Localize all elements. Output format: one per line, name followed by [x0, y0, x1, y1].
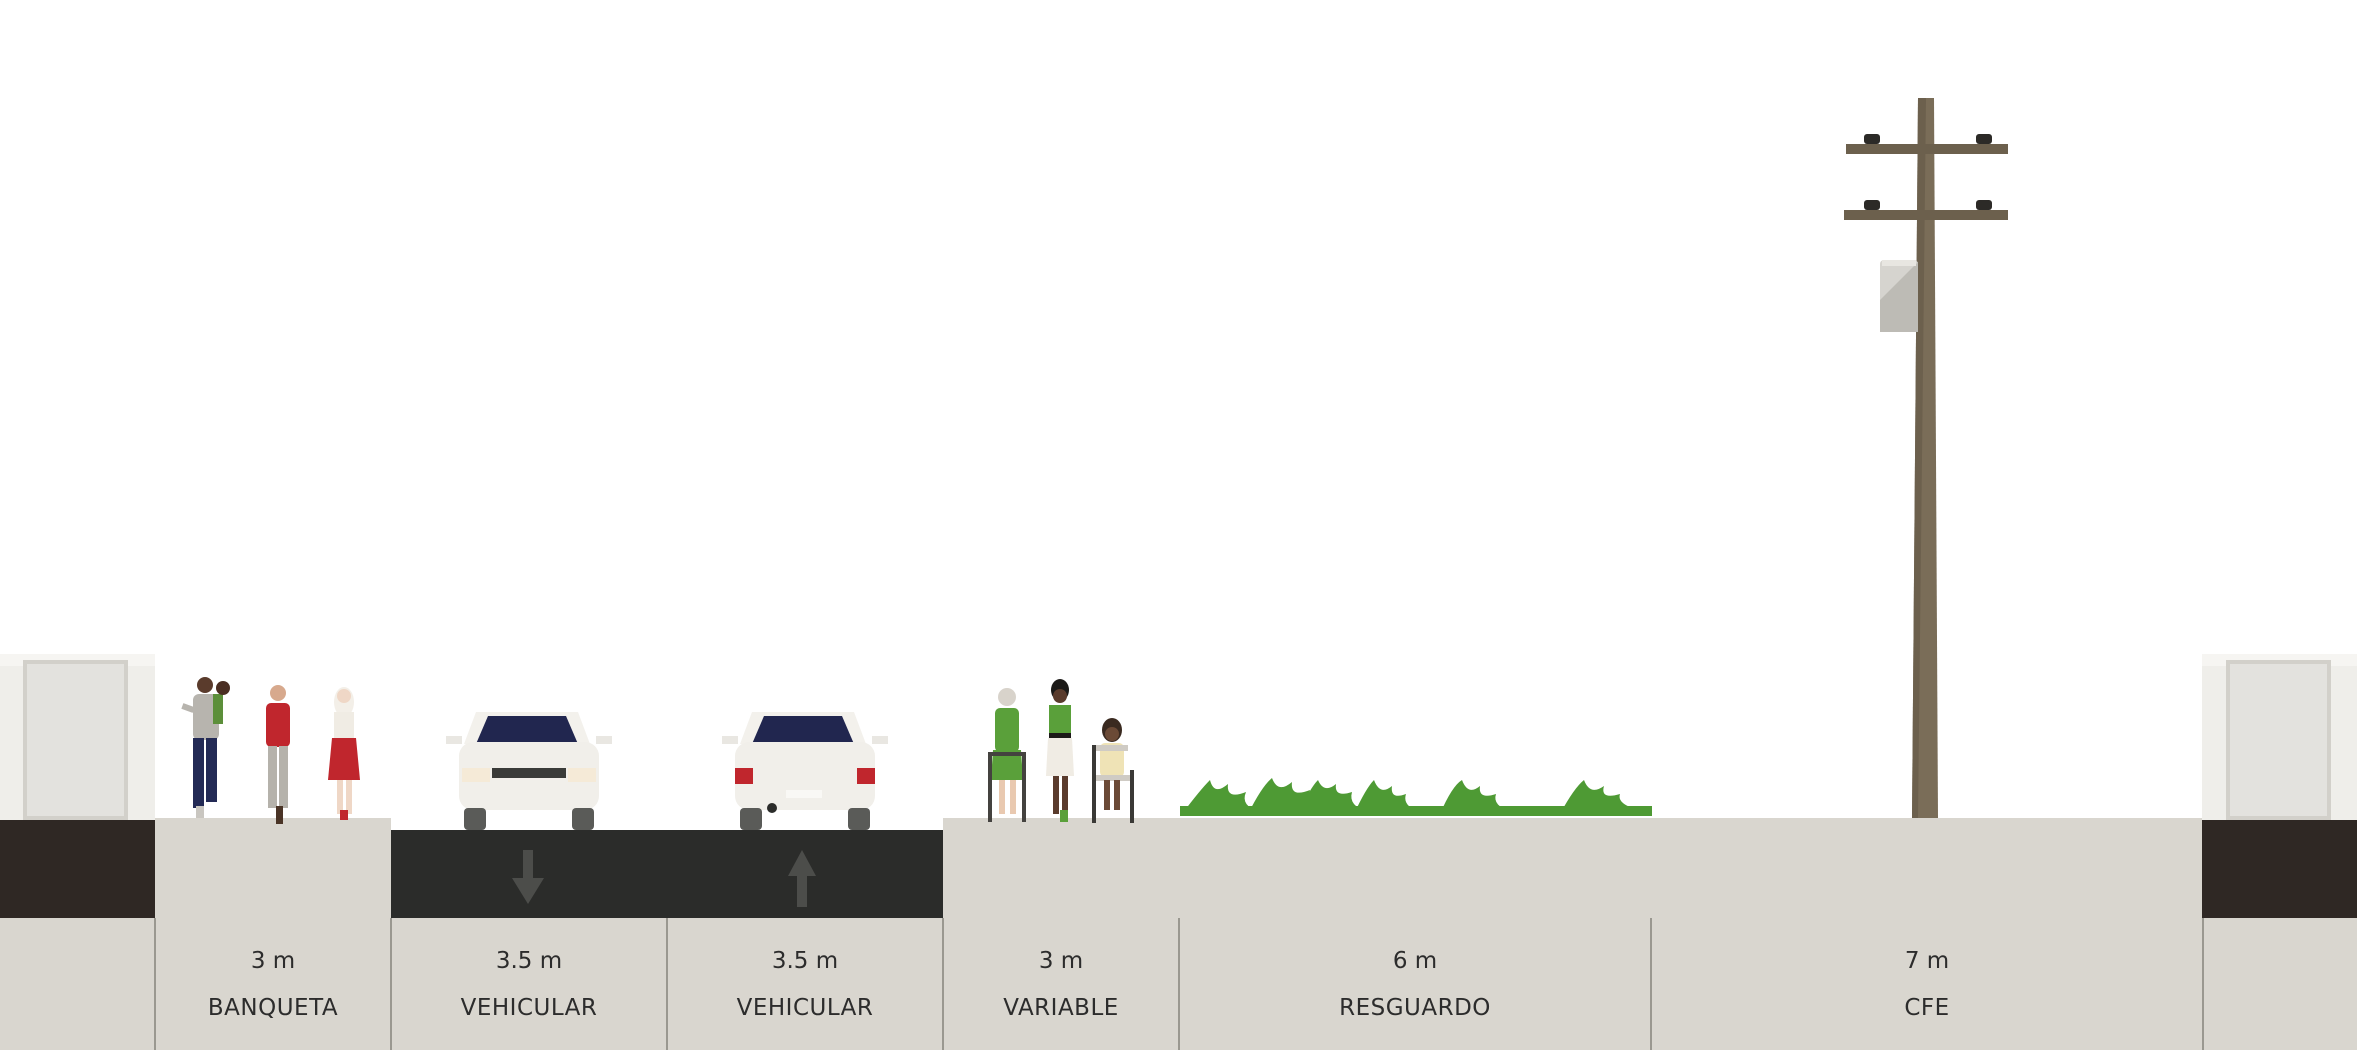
segment-name: RESGUARDO [1339, 995, 1491, 1021]
segment-divider [1650, 918, 1652, 1050]
segment-divider [2202, 918, 2204, 1050]
segment-name: BANQUETA [207, 995, 339, 1021]
segment-name: VEHICULAR [736, 995, 874, 1021]
segment-label-cfe: 7 m CFE [1651, 918, 2203, 1050]
utility-pole-icon [1844, 98, 2008, 818]
segment-label-vehicular-2: 3.5 m VEHICULAR [667, 918, 943, 1050]
segment-label-variable: 3 m VARIABLE [943, 918, 1179, 1050]
segment-width: 3 m [250, 948, 296, 974]
pedestrian-group-right-icon [988, 679, 1134, 823]
shrub-icon [1354, 780, 1420, 814]
segment-width: 3 m [1038, 948, 1084, 974]
platform-right [943, 818, 2202, 918]
segment-name: VARIABLE [1003, 995, 1119, 1021]
segment-divider [942, 918, 944, 1050]
segment-width: 3.5 m [771, 948, 839, 974]
shrub-icon [1440, 780, 1512, 814]
car-rear-icon [722, 712, 888, 830]
transformer-icon [1880, 260, 1918, 332]
segment-label-resguardo: 6 m RESGUARDO [1179, 918, 1651, 1050]
segment-divider [390, 918, 392, 1050]
building-left-icon [0, 654, 155, 918]
roadway-asphalt [391, 830, 943, 918]
pedestrian-icon [1092, 718, 1134, 823]
shrub-row-icon [1180, 778, 1652, 816]
segment-width: 3.5 m [495, 948, 563, 974]
sidewalk-banqueta [155, 818, 391, 918]
segment-divider [666, 918, 668, 1050]
segment-labels: 3 m BANQUETA 3.5 m VEHICULAR 3.5 m VEHIC… [0, 918, 2357, 1050]
pedestrian-icon [1046, 679, 1074, 822]
shrub-icon [1560, 780, 1648, 814]
shrub-icon [1298, 780, 1368, 814]
pedestrian-icon [181, 677, 230, 818]
pedestrian-icon [328, 687, 360, 820]
segment-label-banqueta: 3 m BANQUETA [155, 918, 391, 1050]
shrub-icon [1182, 780, 1260, 814]
lane-arrow-up-icon [788, 850, 816, 907]
segment-divider [1178, 918, 1180, 1050]
building-right-icon [2202, 654, 2357, 918]
segment-label-vehicular-1: 3.5 m VEHICULAR [391, 918, 667, 1050]
pedestrian-icon [266, 685, 290, 824]
car-front-icon [446, 712, 612, 830]
segment-name: VEHICULAR [460, 995, 598, 1021]
pedestrian-group-left-icon [181, 677, 360, 824]
lane-arrow-down-icon [512, 850, 544, 904]
segment-width: 7 m [1904, 948, 1950, 974]
pedestrian-icon [988, 688, 1026, 822]
segment-name: CFE [1904, 995, 1950, 1021]
segment-width: 6 m [1392, 948, 1438, 974]
segment-divider [154, 918, 156, 1050]
